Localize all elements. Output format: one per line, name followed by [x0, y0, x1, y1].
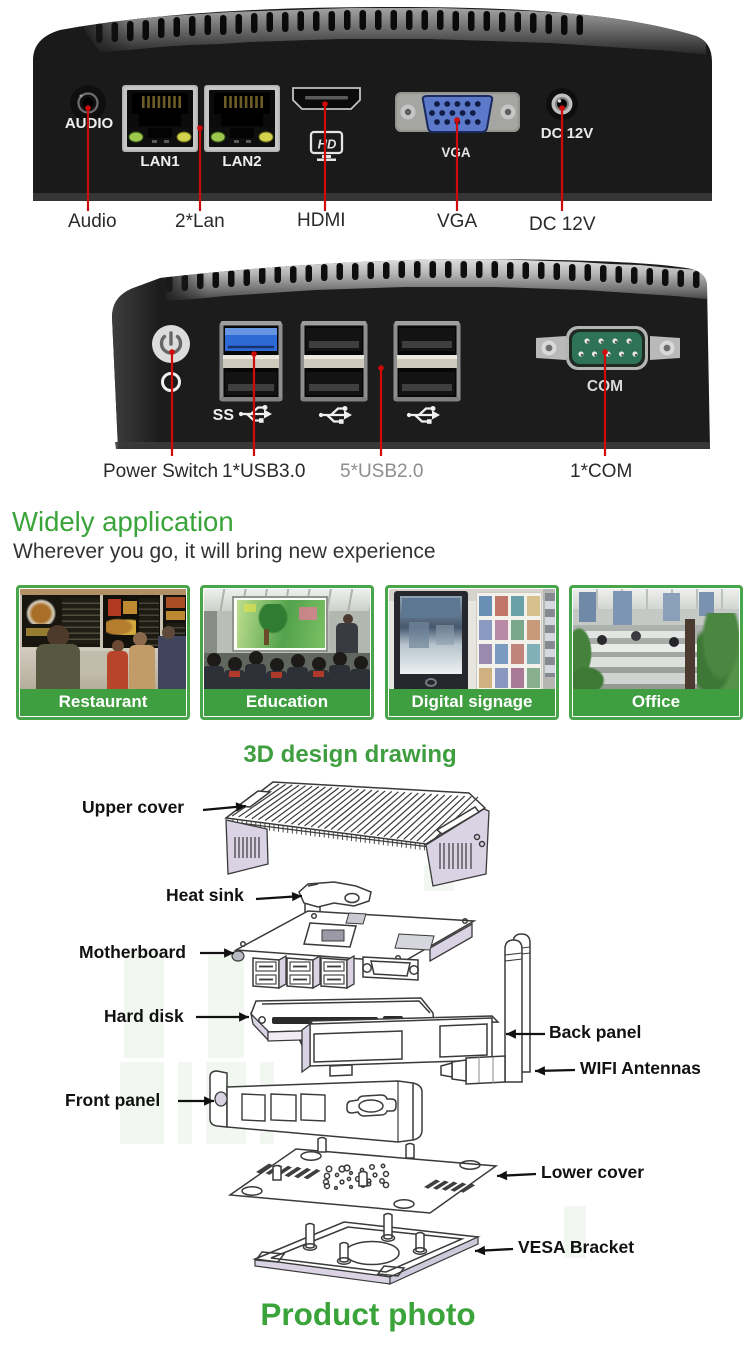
svg-text:LAN2: LAN2 — [222, 153, 261, 170]
svg-text:HD: HD — [318, 137, 337, 152]
svg-text:SS: SS — [213, 407, 235, 424]
svg-text:LAN1: LAN1 — [140, 153, 179, 170]
svg-text:DC 12V: DC 12V — [541, 125, 594, 142]
svg-text:AUDIO: AUDIO — [65, 115, 114, 132]
